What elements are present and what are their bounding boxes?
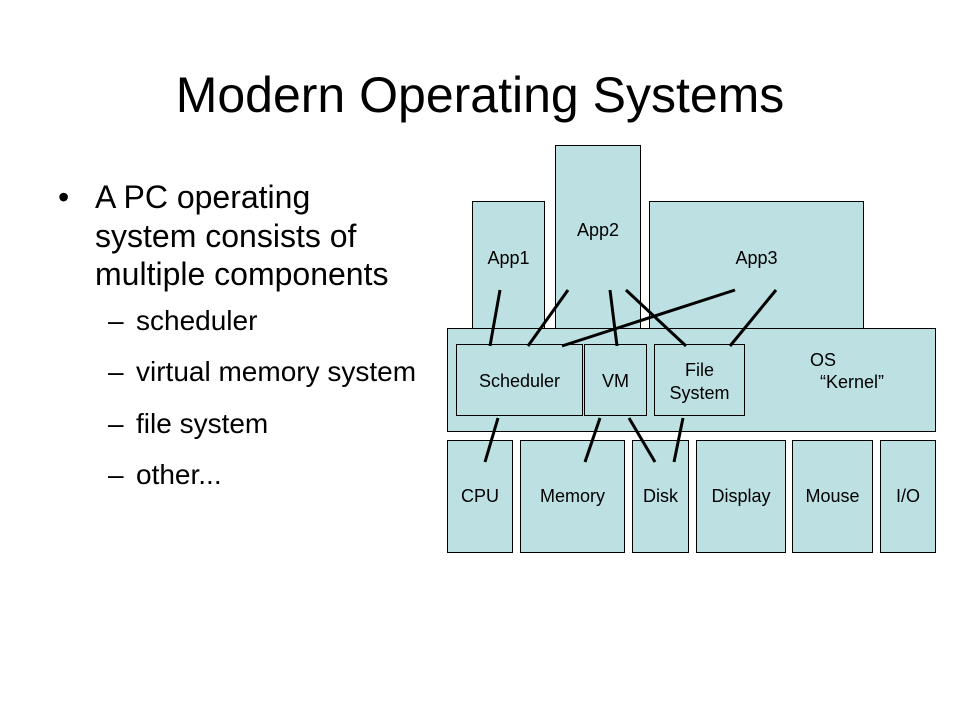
file-system-box: File System xyxy=(654,344,745,416)
bullet-text: A PC operating system consists of multip… xyxy=(95,179,389,292)
sub-bullet-text: scheduler xyxy=(136,304,258,336)
io-label: I/O xyxy=(895,486,920,506)
mouse-box: Mouse xyxy=(792,440,873,553)
sub-bullet-other: – other... xyxy=(58,458,418,491)
sub-bullet-text: other... xyxy=(136,459,222,490)
cpu-box: CPU xyxy=(447,440,513,553)
connector-app2-vm xyxy=(608,289,619,347)
connector-scheduler-cpu xyxy=(483,417,500,463)
dash-marker: – xyxy=(108,304,124,336)
sub-bullet-file-system: – file system xyxy=(58,407,418,440)
app3-label: App3 xyxy=(735,248,778,268)
dash-marker: – xyxy=(108,407,124,439)
disk-box: Disk xyxy=(632,440,689,553)
disk-label: Disk xyxy=(643,486,678,506)
connector-app2-scheduler xyxy=(526,289,570,347)
sub-bullet-virtual-memory: – virtual memory system xyxy=(58,355,418,388)
file-system-line1: File xyxy=(684,360,714,380)
os-label-line2: “Kernel” xyxy=(820,372,885,392)
connector-app3-file-system xyxy=(728,289,778,347)
app2-box: App2 xyxy=(555,145,641,341)
page-title: Modern Operating Systems xyxy=(175,67,785,123)
bullet-item: • A PC operating system consists of mult… xyxy=(58,178,418,294)
app1-box: App1 xyxy=(472,201,545,341)
file-system-line2: System xyxy=(669,383,730,403)
app1-label: App1 xyxy=(487,248,530,268)
scheduler-label: Scheduler xyxy=(478,371,561,391)
connector-vm-memory xyxy=(583,417,602,463)
file-system-label: File System xyxy=(655,359,744,405)
os-label-line1: OS xyxy=(810,350,837,370)
display-box: Display xyxy=(696,440,786,553)
sub-bullet-list: – scheduler – virtual memory system – fi… xyxy=(58,304,418,492)
sub-bullet-scheduler: – scheduler xyxy=(58,304,418,337)
mouse-label: Mouse xyxy=(805,486,860,506)
connector-vm-disk xyxy=(627,417,657,463)
app2-label: App2 xyxy=(576,220,620,240)
sub-bullet-text: file system xyxy=(136,407,269,439)
vm-label: VM xyxy=(602,371,629,391)
cpu-label: CPU xyxy=(460,486,499,506)
bullet-marker: • xyxy=(58,179,70,215)
dash-marker: – xyxy=(108,356,124,387)
display-label: Display xyxy=(711,486,771,506)
connector-file-system-disk xyxy=(672,417,685,463)
sub-bullet-text: virtual memory system xyxy=(136,356,417,387)
connector-app1-scheduler xyxy=(488,289,502,347)
memory-label: Memory xyxy=(539,486,605,506)
bullet-list: • A PC operating system consists of mult… xyxy=(58,178,418,510)
scheduler-box: Scheduler xyxy=(456,344,583,416)
dash-marker: – xyxy=(108,459,124,490)
memory-box: Memory xyxy=(520,440,625,553)
os-kernel-label: OS “Kernel” xyxy=(810,349,884,393)
connector-app2-file-system xyxy=(624,288,688,348)
io-box: I/O xyxy=(880,440,936,553)
vm-box: VM xyxy=(584,344,647,416)
connector-app3-scheduler xyxy=(561,288,736,348)
